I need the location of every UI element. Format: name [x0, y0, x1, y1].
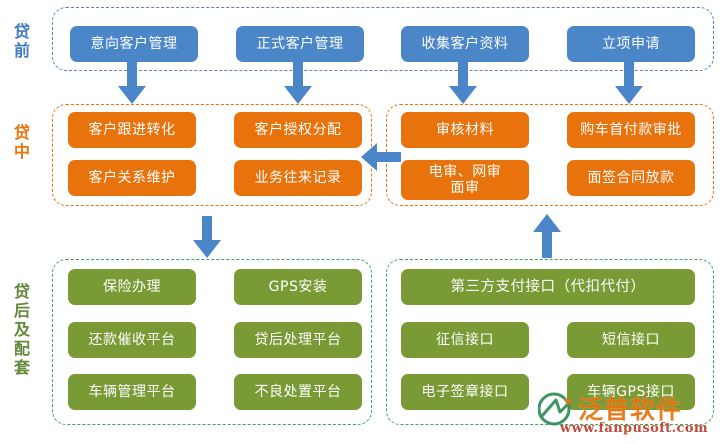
node-formal-customer-management[interactable]: 正式客户管理 [236, 26, 364, 62]
node-third-party-payment-interface[interactable]: 第三方支付接口（代扣代付） [401, 269, 695, 305]
arrow-intent-to-followup [118, 62, 146, 104]
stage-label-post-loan: 贷 后 及 配 套 [13, 282, 30, 377]
node-vehicle-gps-interface[interactable]: 车辆GPS接口 [567, 374, 695, 410]
arrow-formal-to-authorize [284, 62, 312, 104]
stage-label-pre-loan: 贷 前 [13, 22, 30, 60]
node-collect-customer-data[interactable]: 收集客户资料 [401, 26, 529, 62]
node-customer-followup-conversion[interactable]: 客户跟进转化 [68, 112, 196, 148]
node-phone-online-face-review[interactable]: 电审、网审 面审 [401, 160, 529, 200]
arrow-review-to-customer [361, 143, 401, 171]
node-intent-customer-management[interactable]: 意向客户管理 [70, 26, 198, 62]
node-electronic-signature-interface[interactable]: 电子签章接口 [401, 374, 529, 410]
node-customer-authorization-allocation[interactable]: 客户授权分配 [234, 112, 362, 148]
node-sms-interface[interactable]: 短信接口 [567, 322, 695, 358]
arrow-interfaces-to-review [533, 214, 561, 258]
node-vehicle-management-platform[interactable]: 车辆管理平台 [68, 374, 196, 410]
node-bad-debt-disposal-platform[interactable]: 不良处置平台 [234, 374, 362, 410]
arrow-project-to-downpayment [615, 62, 643, 104]
stage-label-in-loan: 贷 中 [13, 123, 30, 161]
node-project-application[interactable]: 立项申请 [567, 26, 695, 62]
node-car-downpayment-approval[interactable]: 购车首付款审批 [567, 112, 695, 148]
node-insurance-processing[interactable]: 保险办理 [68, 269, 196, 305]
node-business-transaction-record[interactable]: 业务往来记录 [234, 160, 362, 196]
group-post-loan-left [52, 259, 372, 425]
node-post-loan-processing-platform[interactable]: 贷后处理平台 [234, 322, 362, 358]
node-face-sign-contract-disbursement[interactable]: 面签合同放款 [567, 160, 695, 196]
node-review-materials[interactable]: 审核材料 [401, 112, 529, 148]
arrow-collect-to-review [449, 62, 477, 104]
node-credit-report-interface[interactable]: 征信接口 [401, 322, 529, 358]
arrow-customer-to-postloan [193, 216, 221, 258]
node-gps-installation[interactable]: GPS安装 [234, 269, 362, 305]
node-customer-relationship-maintenance[interactable]: 客户关系维护 [68, 160, 196, 196]
group-pre-loan [52, 7, 714, 71]
node-repayment-collection-platform[interactable]: 还款催收平台 [68, 322, 196, 358]
